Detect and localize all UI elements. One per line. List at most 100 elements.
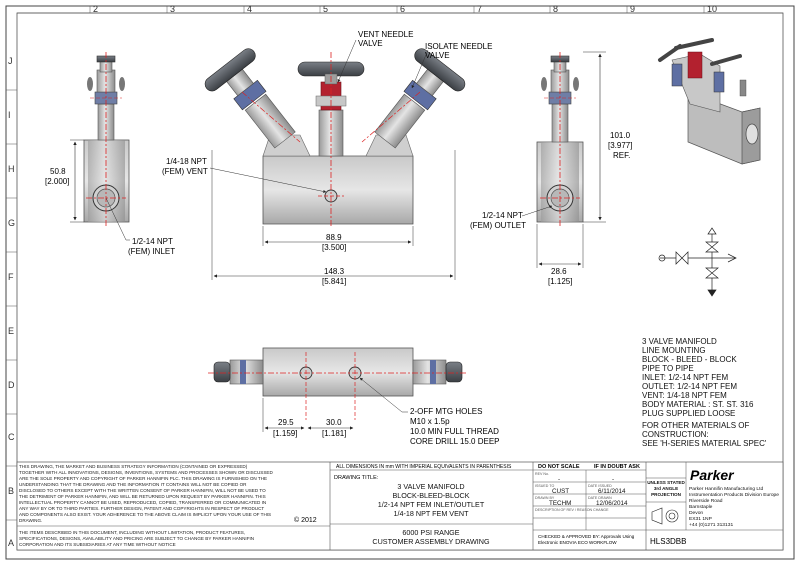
dim-width-side: 28.6 [1.125] [536, 224, 584, 286]
callout-text: ISOLATE NEEDLE [425, 42, 492, 51]
zone-label: 6 [400, 4, 405, 14]
field-label: DRAWN BY [535, 496, 555, 500]
note-line: LINE MOUNTING [642, 346, 706, 355]
zone-label: 9 [630, 4, 635, 14]
front-view [204, 48, 466, 226]
zone-label: 8 [553, 4, 558, 14]
zone-label: B [8, 486, 14, 496]
company-line: Riverside Road [689, 498, 723, 504]
dim-width-total: 148.3 [5.841] [211, 150, 456, 286]
dim-height-right: 101.0 [3.977] REF. [583, 51, 632, 223]
note-line: CONSTRUCTION: [642, 430, 709, 439]
isometric-view [658, 38, 761, 165]
callout-text: VALVE [358, 39, 383, 48]
title-line: 1/4-18 NPT FEM VENT [394, 509, 470, 518]
copyright: © 2012 [294, 516, 317, 524]
zone-label: J [8, 56, 13, 66]
disclaimer-line: UNDERSTANDING THAT THE DRAWING AND THE I… [19, 482, 247, 487]
dim-text: [3.500] [322, 243, 346, 252]
zone-labels-side: J I H G F E D C B A [6, 56, 17, 548]
title-line: CUSTOMER ASSEMBLY DRAWING [372, 537, 490, 546]
dim-text: [2.000] [45, 177, 69, 186]
field-label: DESCRIPTION OF REV / REASON CHANGE [535, 508, 609, 512]
valve-schematic [658, 227, 737, 297]
callout-text: (FEM) INLET [128, 247, 175, 256]
zone-label: E [8, 326, 14, 336]
callout-text: M10 x 1.5p [410, 417, 450, 426]
zone-label: G [8, 218, 15, 228]
dim-text: REF. [613, 151, 630, 160]
disclaimer-line: CORPORATION AND ITS SUBSIDIARIES AT ANY … [19, 542, 176, 547]
callout-npt-vent: 1/4-18 NPT (FEM) VENT [162, 157, 327, 193]
notes-block: 3 VALVE MANIFOLD LINE MOUNTING BLOCK - B… [642, 337, 767, 448]
company-line: Devon [689, 510, 703, 516]
dim-text: 101.0 [610, 131, 631, 140]
disclaimer-line: THE ITEMS DESCRIBED IN THIS DOCUMENT, IN… [19, 530, 245, 535]
dim-text: 50.8 [50, 167, 66, 176]
title-line: 6000 PSI RANGE [402, 528, 459, 537]
note-line: OUTLET: 1/2-14 NPT FEM [642, 382, 737, 391]
zone-label: 5 [323, 4, 328, 14]
disclaimer-line: DISCLOSED TO OTHERS EXCEPT WITH THE WRIT… [19, 488, 266, 493]
field-value: 6/11/2014 [598, 488, 626, 495]
field-value: - [612, 476, 614, 483]
parker-logo: Parker [690, 467, 735, 483]
callout-npt-outlet: 1/2-14 NPT (FEM) OUTLET [470, 205, 553, 230]
dim-text: [1.181] [322, 429, 346, 438]
callout-text: VALVE [425, 51, 450, 60]
disclaimer-line: THE DETRIMENT OF PARKER HANNIFIN, AND WI… [19, 494, 266, 499]
disclaimer-line: AND COMPONENTS ALSO EXIST. YOUR ADHERENC… [19, 512, 271, 517]
zone-label: A [8, 538, 14, 548]
disclaimer-line: DRAWING. [19, 518, 42, 523]
note-line: BLOCK - BLEED - BLOCK [642, 355, 737, 364]
title-line: BLOCK-BLEED-BLOCK [392, 491, 469, 500]
projection-text: 3rd ANGLE [654, 486, 678, 491]
checked-text: Electronic ENOVIA ECO WORKFLOW [538, 540, 617, 545]
projection-text: PROJECTION [651, 492, 682, 497]
note-line: INLET: 1/2-14 NPT FEM [642, 373, 728, 382]
disclaimer-line: ARE THE SOLE PROPERTY AND COPYRIGHT OF P… [19, 476, 267, 481]
dim-bottom-b: 30.0 [1.181] [307, 418, 354, 438]
note-line: 3 VALVE MANIFOLD [642, 337, 717, 346]
disclaimer-line: THIS DRAWING, THE MARKET AND BUSINESS ST… [19, 464, 248, 469]
dims-note: ALL DIMENSIONS IN mm WITH IMPERIAL EQUIV… [336, 464, 512, 470]
dim-text: 30.0 [326, 418, 342, 427]
dim-text: 29.5 [278, 418, 294, 427]
dim-width-inner: 88.9 [3.500] [262, 226, 414, 252]
dim-text: 88.9 [326, 233, 342, 242]
drawing-number: HLS3DBB [650, 537, 686, 546]
zone-label: H [8, 164, 15, 174]
checked-text: CHECKED & APPROVED BY: Approvals Using [538, 534, 635, 539]
company-line: EX31 1NP [689, 516, 712, 522]
field-label: DATE DRAWN [588, 496, 612, 500]
disclaimer-line: TOGETHER WITH ALL INNOVATIONS, DESIGNS, … [19, 470, 273, 475]
callout-text: (FEM) OUTLET [470, 221, 526, 230]
company-line: Instrumentation Products Division Europe [689, 492, 779, 498]
dim-text: [1.159] [273, 429, 297, 438]
callout-vent-needle: VENT NEEDLE VALVE [337, 30, 413, 83]
note-line: FOR OTHER MATERIALS OF [642, 421, 750, 430]
zone-label: 3 [170, 4, 175, 14]
title-label: DRAWING TITLE: [334, 475, 379, 481]
zone-label: C [8, 432, 15, 442]
callout-npt-inlet: 1/2-14 NPT (FEM) INLET [105, 197, 175, 256]
field-label: DATE ISSUED [588, 484, 612, 488]
field-label: REV No. [535, 472, 549, 476]
callout-isolate-needle: ISOLATE NEEDLE VALVE [411, 42, 492, 89]
zone-label: 2 [93, 4, 98, 14]
field-label: ISSUED TO [535, 484, 554, 488]
field-value: TECHM [549, 500, 571, 507]
field-value: - [558, 476, 560, 483]
field-value: CUST [552, 488, 569, 495]
zone-label: 7 [477, 4, 482, 14]
if-in-doubt: IF IN DOUBT ASK [594, 464, 640, 470]
dim-text: [5.841] [322, 277, 346, 286]
company-line: Parker Hannifin Manufacturing Ltd [689, 486, 763, 492]
dim-text: 28.6 [551, 267, 567, 276]
callout-text: 1/2-14 NPT [132, 237, 173, 246]
company-line: +44 (0)1271 313131 [689, 522, 733, 528]
zone-label: D [8, 380, 15, 390]
note-line: VENT: 1/4-18 NPT FEM [642, 391, 727, 400]
zone-label: I [8, 110, 11, 120]
callout-mtg-holes: 2-OFF MTG HOLES M10 x 1.5p 10.0 MIN FULL… [359, 377, 500, 446]
